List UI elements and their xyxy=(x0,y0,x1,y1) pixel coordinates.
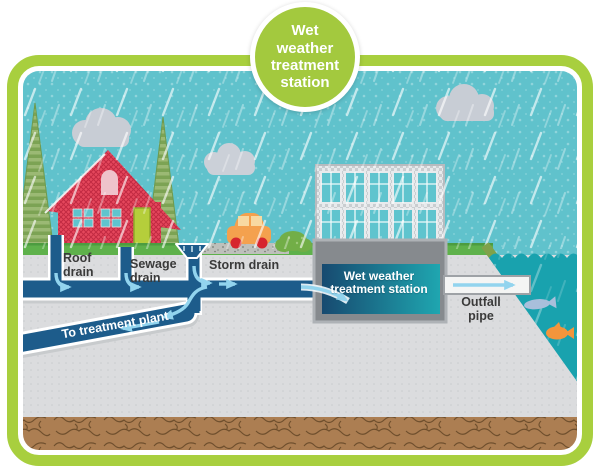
roof-drain-label: Roof drain xyxy=(63,251,94,279)
station-tank-label: Wet weather treatment station xyxy=(330,269,428,297)
fish-icon xyxy=(524,296,557,310)
outfall-pipe-label: Outfall pipe xyxy=(461,295,501,323)
diagram-frame: Roof drain Sewage drain Storm drain To t… xyxy=(7,55,593,466)
station-underground xyxy=(300,238,448,324)
outfall-pipe xyxy=(443,275,531,295)
sewage-drain-label: Sewage drain xyxy=(130,257,177,285)
storm-drain-grate xyxy=(175,243,209,259)
treatment-tank xyxy=(322,264,440,314)
fish-icon xyxy=(546,322,574,340)
soil-layer xyxy=(23,417,577,450)
scene-graphic xyxy=(23,71,577,450)
title-badge-text: Wet weather treatment station xyxy=(270,22,340,92)
title-badge: Wet weather treatment station xyxy=(250,2,360,112)
flow-arrows xyxy=(54,265,238,332)
pipe-network xyxy=(23,235,331,359)
storm-drain-label: Storm drain xyxy=(209,258,280,272)
scene: Roof drain Sewage drain Storm drain To t… xyxy=(23,71,577,450)
